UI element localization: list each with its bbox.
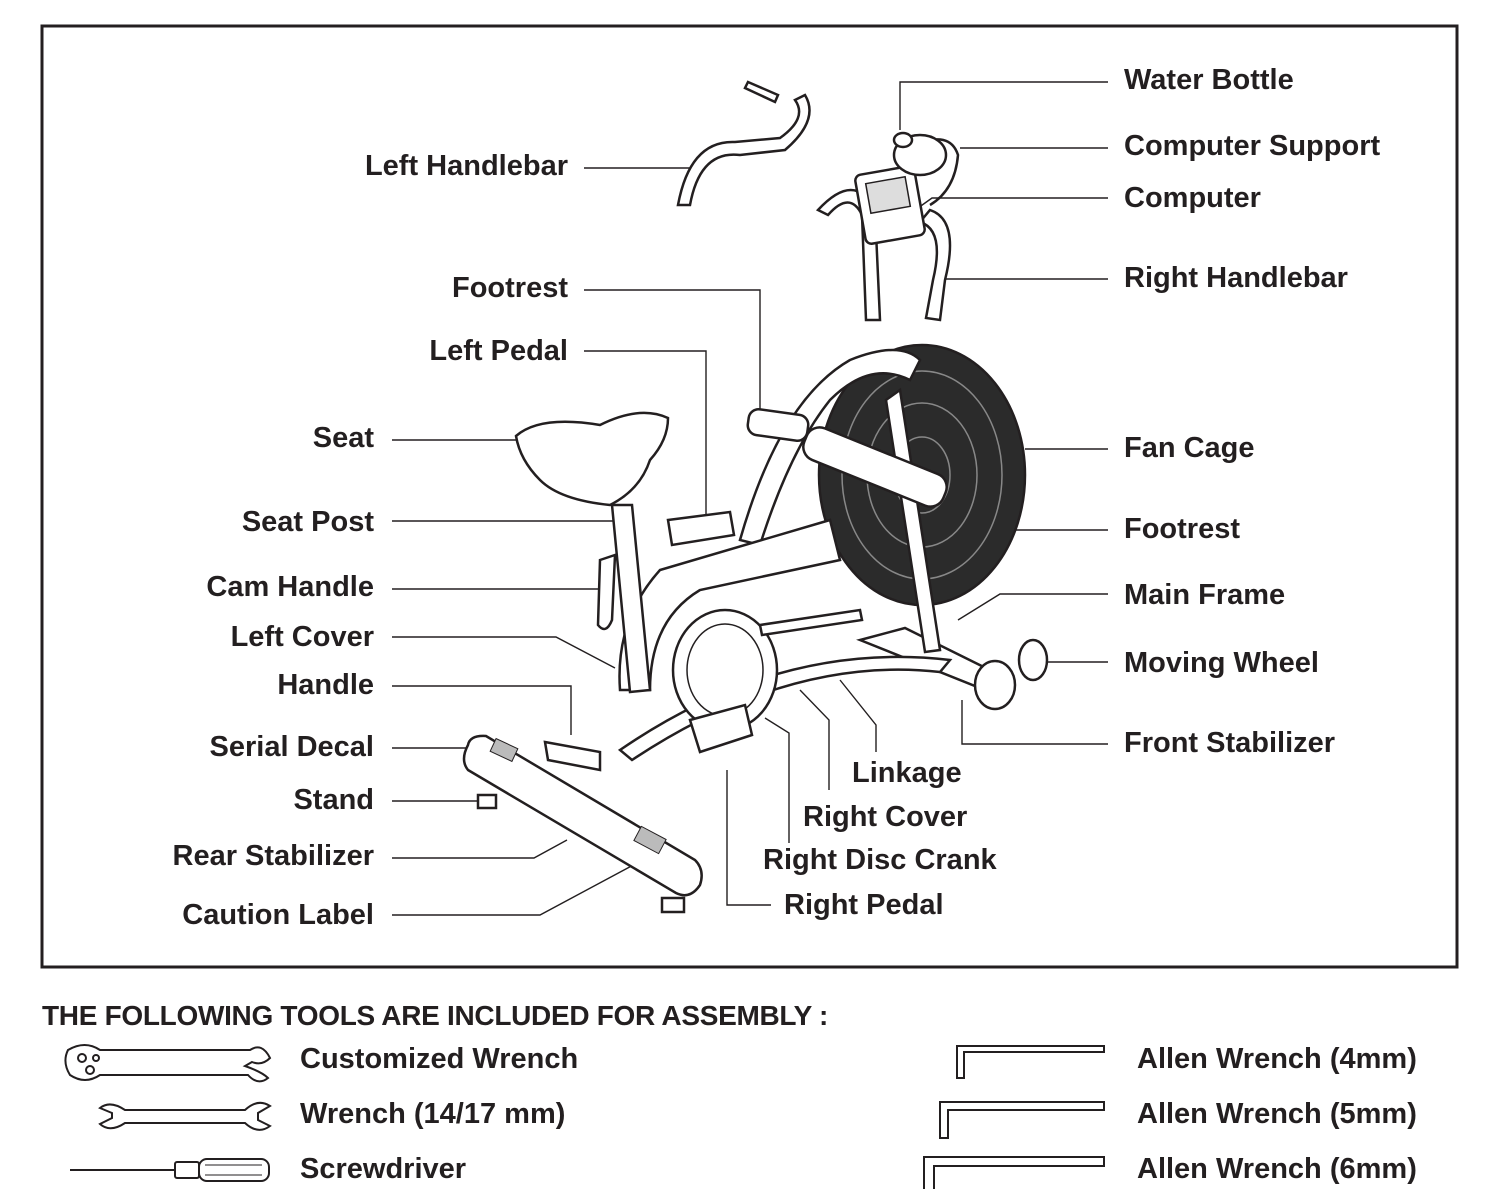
label-stand: Stand (293, 784, 374, 816)
bike-illustration (462, 80, 1049, 914)
label-fan-cage: Fan Cage (1124, 432, 1255, 464)
tool-allen-6-label: Allen Wrench (6mm) (1137, 1153, 1417, 1185)
left-cover-shape (618, 518, 842, 692)
label-moving-wheel: Moving Wheel (1124, 647, 1319, 679)
tool-allen-4-label: Allen Wrench (4mm) (1137, 1043, 1417, 1075)
label-main-frame: Main Frame (1124, 579, 1286, 611)
seat-post-shape (610, 503, 652, 694)
tool-allen-5-label: Allen Wrench (5mm) (1137, 1098, 1417, 1130)
label-footrest-right: Footrest (1124, 513, 1240, 545)
label-cam-handle: Cam Handle (206, 571, 374, 603)
tools-heading: THE FOLLOWING TOOLS ARE INCLUDED FOR ASS… (42, 1000, 828, 1031)
leader-caution-label (392, 854, 653, 916)
leader-right-cover (799, 689, 830, 790)
label-right-pedal: Right Pedal (784, 889, 944, 921)
customized-wrench-icon (64, 1044, 272, 1083)
handle-shape (543, 740, 602, 772)
leader-footrest-left (584, 289, 761, 415)
label-computer: Computer (1124, 182, 1261, 214)
label-right-cover: Right Cover (803, 801, 968, 833)
leader-left-cover (392, 636, 616, 669)
label-handle: Handle (277, 669, 374, 701)
caution-label-shape (633, 825, 667, 855)
label-right-handlebar: Right Handlebar (1124, 262, 1348, 294)
stand-shape (476, 793, 498, 810)
linkage-shape (758, 608, 864, 637)
label-computer-support: Computer Support (1124, 130, 1381, 162)
leader-computer (917, 197, 1108, 209)
leader-right-disc-crank (764, 717, 790, 843)
left-handlebar-shape (676, 93, 811, 207)
label-caution-label: Caution Label (182, 899, 374, 931)
left-pedal-shape (666, 510, 736, 547)
leader-handle (392, 685, 572, 735)
label-linkage: Linkage (852, 757, 962, 789)
label-left-cover: Left Cover (230, 621, 374, 653)
tool-customized-wrench-label: Customized Wrench (300, 1043, 579, 1075)
label-seat-post: Seat Post (241, 506, 374, 538)
leader-front-stabilizer (961, 700, 1108, 745)
screwdriver-icon (70, 1158, 270, 1182)
diagram-frame (40, 24, 1459, 969)
allen-wrench-5-icon (939, 1101, 1105, 1139)
leader-linkage (839, 679, 877, 752)
moving-wheel-shape (1017, 638, 1049, 682)
footrest-left-shape (746, 407, 810, 443)
leader-main-frame (957, 593, 1108, 621)
label-seat: Seat (312, 422, 374, 454)
leader-left-pedal (584, 350, 707, 515)
leader-right-pedal (726, 770, 771, 906)
allen-wrench-6-icon (923, 1156, 1105, 1189)
wrench-icon (98, 1101, 272, 1131)
main-frame-shape (617, 655, 953, 762)
leader-rear-stabilizer (392, 839, 568, 859)
tool-screwdriver-label: Screwdriver (300, 1153, 467, 1185)
seat-shape (514, 411, 670, 507)
label-right-disc-crank: Right Disc Crank (763, 844, 997, 876)
right-pedal-shape (688, 703, 754, 754)
label-left-handlebar: Left Handlebar (364, 150, 568, 182)
allen-wrench-4-icon (956, 1045, 1105, 1079)
tool-wrench-label: Wrench (14/17 mm) (300, 1098, 566, 1130)
label-front-stabilizer: Front Stabilizer (1124, 727, 1336, 759)
label-left-pedal: Left Pedal (429, 335, 568, 367)
label-serial-decal: Serial Decal (209, 731, 374, 763)
label-water-bottle: Water Bottle (1124, 64, 1294, 96)
label-rear-stabilizer: Rear Stabilizer (172, 840, 374, 872)
label-footrest-left: Footrest (452, 272, 568, 304)
footrest-right-shape (802, 426, 948, 508)
serial-decal-shape (489, 737, 519, 763)
rear-stabilizer-shape (462, 734, 703, 897)
cam-handle-shape (596, 553, 617, 631)
leader-water-bottle (899, 81, 1108, 130)
